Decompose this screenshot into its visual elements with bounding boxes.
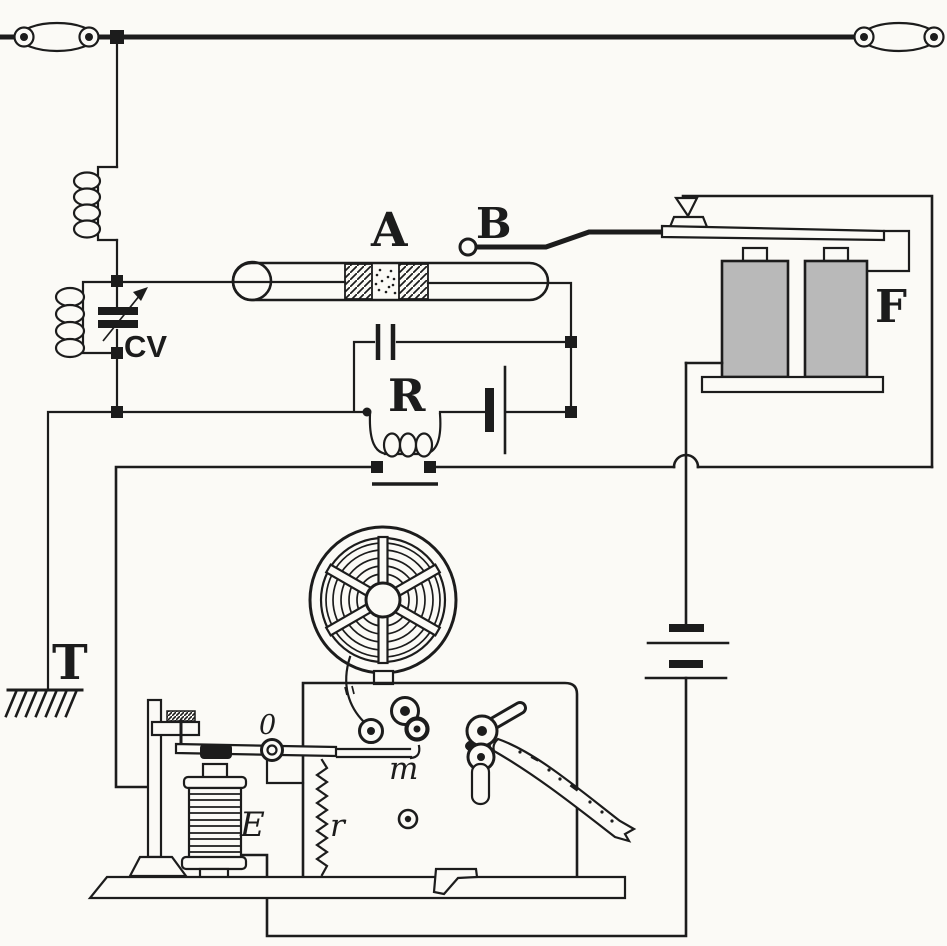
- main-battery: [644, 624, 730, 680]
- battery-cell: [803, 259, 869, 379]
- magnet-winding-ribs: [189, 793, 241, 853]
- relay-circuit: R: [121, 324, 577, 486]
- instrument-base: [87, 875, 627, 900]
- variable-capacitor: [98, 285, 148, 350]
- roller-link: [470, 762, 491, 806]
- tapper-and-cells: F: [660, 194, 934, 469]
- wire-battery-return: [239, 676, 688, 938]
- coherer-electrode-plug: [344, 263, 373, 300]
- feed-rollers: [465, 701, 527, 806]
- antenna-junction-node: [110, 30, 124, 44]
- tuning-coil-lower: [54, 280, 113, 359]
- left-insulator-icon: [13, 21, 100, 53]
- tapper-rod: [473, 229, 666, 250]
- lever-pivot: [260, 738, 284, 762]
- tape-guide-mark: [344, 685, 355, 696]
- tapper-ball: [458, 237, 478, 257]
- spring-label: r: [330, 808, 347, 844]
- downlead-and-tuning: CV: [54, 42, 167, 418]
- shelf-hook: [409, 744, 421, 760]
- junction-node: [565, 406, 577, 418]
- printed-tape: [492, 737, 637, 843]
- metal-filings: [374, 268, 397, 295]
- morse-marks: [518, 750, 614, 823]
- tapper-label: B: [476, 199, 512, 248]
- tapper-arm: B: [458, 199, 666, 257]
- retract-spring: [315, 758, 329, 877]
- battery-cell: [720, 259, 790, 379]
- register-electromagnet: [180, 762, 248, 880]
- coherer-electrode-plug: [398, 263, 429, 300]
- cells-label: F: [875, 280, 907, 333]
- coherer-label: A: [370, 203, 408, 258]
- junction-node: [565, 336, 577, 348]
- magnet-flange-bottom: [180, 855, 248, 871]
- battery-plate-short: [485, 388, 494, 432]
- cell-terminal: [741, 246, 769, 263]
- junction-node: [111, 406, 123, 418]
- armature-block: [200, 744, 232, 759]
- bracket-arm: [150, 720, 201, 737]
- pivot-bracket: [265, 759, 305, 785]
- coherer: A: [121, 203, 573, 408]
- earth-label: T: [52, 635, 88, 691]
- relay-label: R: [388, 369, 426, 422]
- wire-to-earth: [46, 410, 113, 690]
- morse-register: E 0 m r: [87, 525, 637, 900]
- cell-tray: [700, 375, 885, 394]
- adjustment-arrow: [102, 294, 141, 342]
- arrow-head-icon: [133, 287, 148, 301]
- armature-lever-assembly: [128, 698, 421, 878]
- coherer-left-bulb: [231, 260, 273, 302]
- pivot-label: 0: [259, 710, 276, 741]
- detent-foot: [432, 867, 479, 896]
- right-insulator-icon: [853, 21, 945, 53]
- lever-label: m: [389, 751, 418, 787]
- shunt-capacitor: [375, 324, 396, 360]
- electromagnet-label: E: [239, 805, 265, 845]
- tuning-coil-upper: [72, 165, 119, 242]
- tape-reel: [308, 525, 458, 686]
- magnet-body: [187, 786, 243, 860]
- junction-node: [111, 275, 123, 287]
- armature-bar: [660, 224, 886, 242]
- post-foot: [128, 855, 189, 878]
- relay-contacts: [371, 461, 438, 486]
- guide-pulleys: [358, 696, 430, 744]
- capacitor-plate: [98, 307, 138, 315]
- earth-symbol: [4, 688, 84, 718]
- variable-capacitor-label: CV: [124, 329, 167, 364]
- register-body: [301, 681, 579, 879]
- relay-battery: [485, 365, 507, 455]
- wire: [426, 281, 573, 408]
- lever-shelf: [335, 747, 413, 759]
- reel-hub: [364, 581, 402, 619]
- junction-node: [111, 347, 123, 359]
- capacitor-plate: [98, 320, 138, 328]
- tape-feed-path: [345, 655, 366, 724]
- cell-terminal: [822, 246, 850, 263]
- screw-hole: [397, 808, 419, 830]
- relay-coil: [362, 407, 442, 458]
- magnet-flange-top: [182, 775, 248, 790]
- local-circuit-wiring: [114, 361, 934, 938]
- frame-wire: [681, 194, 934, 469]
- tapper-hammer-icon: [673, 196, 699, 219]
- wire-to-register: [114, 465, 373, 789]
- earth-branch: T: [4, 410, 113, 718]
- armature-bracket: [867, 229, 911, 273]
- antenna-span: [0, 21, 945, 53]
- wire: [352, 340, 376, 412]
